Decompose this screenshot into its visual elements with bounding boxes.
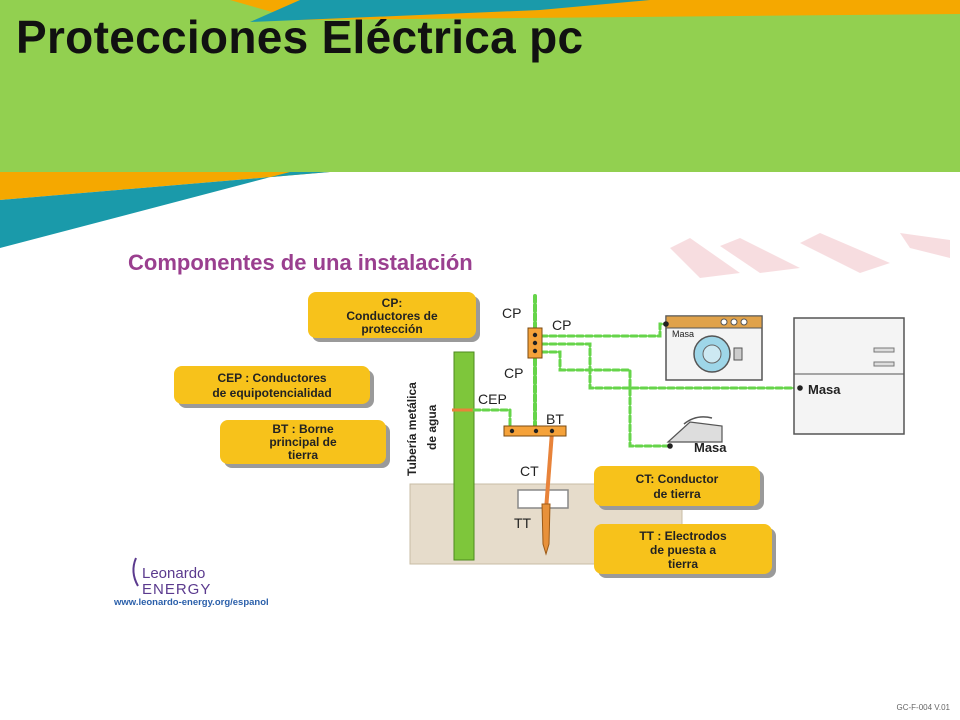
callout-ct-line2: de tierra xyxy=(653,487,701,501)
masa-iron-label: Masa xyxy=(694,440,727,455)
header-stripe-bottom-teal xyxy=(0,172,330,248)
callout-cep-line1: CEP : Conductores xyxy=(217,371,326,385)
pipe-label-line2: de agua xyxy=(425,404,439,450)
header-stripe-top-teal xyxy=(250,0,650,22)
bt-terminal-dot xyxy=(509,428,515,434)
iron xyxy=(666,416,723,449)
masa-fridge-label: Masa xyxy=(808,382,841,397)
earth-conductor-line xyxy=(544,431,554,511)
callout-bt-line3: tierra xyxy=(288,448,318,462)
earth-electrode xyxy=(541,503,551,556)
marker-tt: TT xyxy=(514,515,532,531)
callout-tt-line3: tierra xyxy=(668,557,698,571)
cp-to-iron-line xyxy=(539,350,672,448)
callout-cep: CEP : Conductores de equipotencialidad xyxy=(174,366,374,408)
cp-to-fridge-line xyxy=(539,342,802,390)
header-green-band xyxy=(0,0,960,172)
footer-document-code: GC-F-004 V.01 xyxy=(896,703,950,712)
installation-diagram: Componentes de una instalación Tubería m… xyxy=(113,233,950,608)
leonardo-energy-logo: Leonardo ENERGY xyxy=(132,557,211,598)
watermark-shape xyxy=(670,233,950,278)
marker-bt: BT xyxy=(546,411,564,427)
header-decoration xyxy=(0,0,960,248)
diagram-heading: Componentes de una instalación xyxy=(128,250,473,275)
cp-terminal-dot xyxy=(532,348,538,354)
water-pipe xyxy=(453,351,475,561)
callout-tt: TT : Electrodos de puesta a tierra xyxy=(594,524,776,578)
callout-cp-line3: protección xyxy=(361,322,422,336)
refrigerator xyxy=(793,317,905,435)
masa-washer-label: Masa xyxy=(672,329,694,339)
cp-terminal-dot xyxy=(532,340,538,346)
callout-tt-line1: TT : Electrodos xyxy=(639,529,727,543)
cp-terminal-dot xyxy=(532,332,538,338)
bt-terminal-dot xyxy=(549,428,555,434)
callout-cep-line2: de equipotencialidad xyxy=(212,386,331,400)
marker-cp-right: CP xyxy=(552,317,571,333)
logo-line2: ENERGY xyxy=(142,581,211,598)
cp-to-washer-line xyxy=(539,322,668,338)
callout-cp-line2: Conductores de xyxy=(346,309,438,323)
pipe-label-line1: Tubería metálica xyxy=(405,382,419,476)
callout-tt-line2: de puesta a xyxy=(650,543,716,557)
marker-cp-top: CP xyxy=(502,305,521,321)
slide-title: Protecciones Eléctrica pc xyxy=(16,11,584,63)
callout-ct-line1: CT: Conductor xyxy=(636,472,719,486)
marker-cp-mid: CP xyxy=(504,365,523,381)
callout-cp-line1: CP: xyxy=(382,296,403,310)
logo-line1: Leonardo xyxy=(142,565,205,582)
marker-ct: CT xyxy=(520,463,539,479)
earthing-conductors xyxy=(472,294,802,448)
callout-bt-line1: BT : Borne xyxy=(272,422,334,436)
marker-cep: CEP xyxy=(478,391,507,407)
callout-cp: CP: Conductores de protección xyxy=(308,292,480,342)
callout-ct: CT: Conductor de tierra xyxy=(594,466,764,510)
logo-url: www.leonardo-energy.org/espanol xyxy=(113,597,269,608)
callout-bt: BT : Borne principal de tierra xyxy=(220,420,390,468)
washing-machine xyxy=(663,315,763,381)
equipotential-conductor-line xyxy=(472,408,512,428)
bt-terminal-dot xyxy=(533,428,539,434)
callout-bt-line2: principal de xyxy=(269,435,337,449)
